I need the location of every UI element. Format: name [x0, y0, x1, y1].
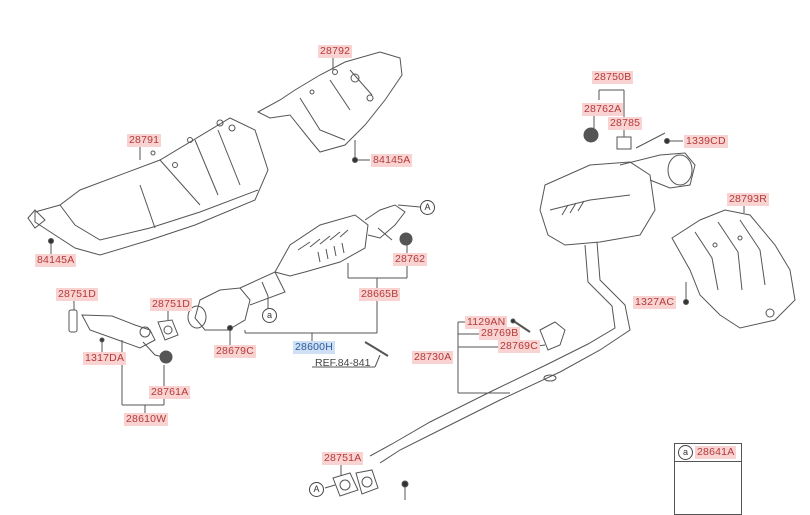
- part-label-28750B[interactable]: 28750B: [592, 71, 634, 84]
- part-label-28679C[interactable]: 28679C: [214, 345, 256, 358]
- part-label-1339CD[interactable]: 1339CD: [684, 135, 728, 148]
- part-label-28665B[interactable]: 28665B: [359, 288, 401, 301]
- part-label-28761A[interactable]: 28761A: [149, 386, 191, 399]
- part-label-28792[interactable]: 28792: [318, 45, 353, 58]
- part-label-28610W[interactable]: 28610W: [124, 413, 169, 426]
- exhaust-diagram-drawing: [27, 51, 796, 500]
- part-label-1129AN[interactable]: 1129AN: [465, 316, 508, 329]
- heat-shield-28792: [256, 51, 403, 153]
- hanger-28762A: [583, 127, 599, 143]
- part-label-1317DA[interactable]: 1317DA: [83, 352, 127, 365]
- callout-a-pipe: a: [262, 308, 277, 323]
- part-label-28785[interactable]: 28785: [608, 117, 643, 130]
- part-label-28751A[interactable]: 28751A: [322, 452, 364, 465]
- gasket-28751D: [157, 319, 179, 341]
- bolt-1339CD: [664, 138, 670, 144]
- bracket-28785: [616, 136, 632, 150]
- catalytic-converter-28600H: [187, 204, 413, 331]
- part-label-28769B[interactable]: 28769B: [479, 327, 521, 340]
- part-label-84145A-left[interactable]: 84145A: [35, 254, 77, 267]
- part-label-28600H[interactable]: 28600H: [293, 341, 335, 354]
- heat-shield-28793R: [671, 209, 796, 329]
- gasket-28751A: [332, 469, 409, 497]
- ref-hanger-rod: [364, 341, 389, 357]
- rear-pipe-muffler-28730A: [369, 152, 696, 464]
- reference-note[interactable]: REF.84-841: [315, 357, 371, 369]
- part-label-28793R[interactable]: 28793R: [727, 193, 769, 206]
- inset-clamp-box: a 28641A: [674, 443, 742, 515]
- nut-1327AC: [683, 299, 689, 305]
- inset-header: a 28641A: [675, 444, 741, 462]
- part-label-28641A[interactable]: 28641A: [695, 446, 737, 459]
- part-label-28762[interactable]: 28762: [393, 253, 428, 266]
- heat-shield-28791: [27, 117, 269, 256]
- part-label-1327AC[interactable]: 1327AC: [633, 296, 677, 309]
- part-label-28751D-left[interactable]: 28751D: [56, 288, 98, 301]
- callout-A-lower: A: [309, 482, 324, 497]
- part-label-28791[interactable]: 28791: [127, 134, 162, 147]
- part-label-84145A-top[interactable]: 84145A: [371, 154, 413, 167]
- part-label-28751D-mid[interactable]: 28751D: [150, 298, 192, 311]
- nut-84145A-left: [48, 238, 54, 244]
- nut-84145A-top: [352, 157, 358, 163]
- part-label-28762A[interactable]: 28762A: [582, 103, 624, 116]
- callout-A-upper: A: [420, 200, 435, 215]
- part-label-28730A[interactable]: 28730A: [412, 351, 454, 364]
- callout-a-inset: a: [678, 445, 693, 460]
- part-label-28769C[interactable]: 28769C: [498, 340, 540, 353]
